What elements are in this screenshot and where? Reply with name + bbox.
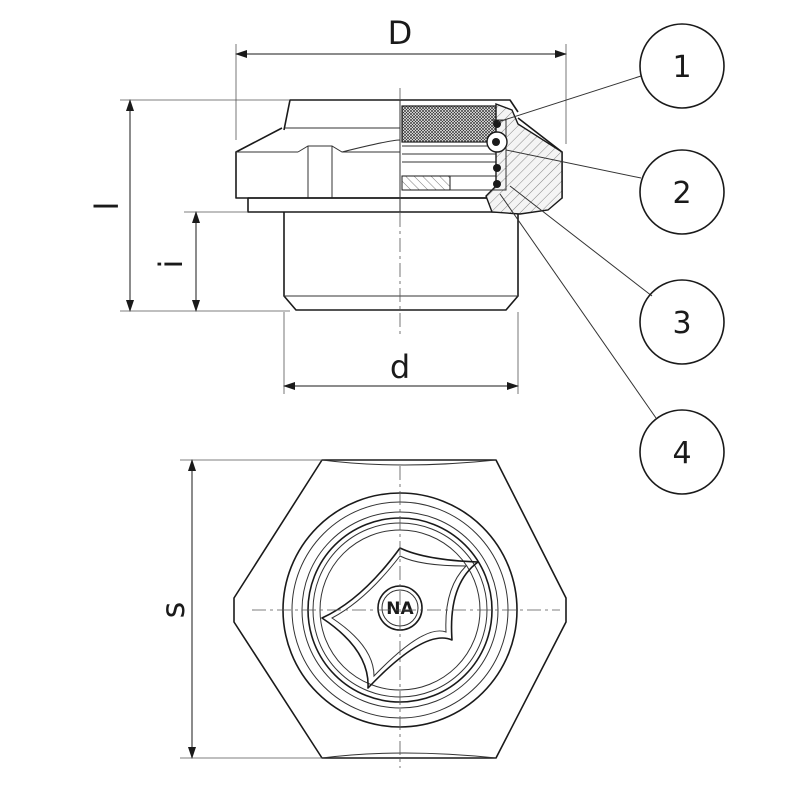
- dimension-l: l: [88, 99, 290, 312]
- callout-1: 1: [639, 23, 725, 109]
- logo-text: NA: [386, 599, 414, 619]
- dimension-D: D: [235, 14, 567, 144]
- dimension-s: s: [154, 459, 322, 759]
- callout-number-2: 2: [672, 176, 691, 211]
- three-spoke-insert: [321, 547, 479, 689]
- dimension-label-l: l: [88, 202, 126, 211]
- dimension-label-D: D: [388, 14, 413, 52]
- callout-4: 4: [639, 409, 725, 495]
- dimension-label-d: d: [390, 348, 410, 386]
- callout-number-3: 3: [672, 306, 691, 341]
- dimension-d: d: [283, 312, 519, 394]
- side-view: [235, 88, 563, 336]
- dimension-label-s: s: [154, 602, 192, 619]
- callout-2: 2: [639, 149, 725, 235]
- dimension-label-i: i: [152, 260, 190, 269]
- callout-number-1: 1: [672, 50, 691, 85]
- front-view: NA: [233, 459, 567, 768]
- dimension-i: i: [152, 211, 248, 312]
- callout-leaders: [497, 75, 657, 419]
- callout-number-4: 4: [672, 436, 691, 471]
- callout-3: 3: [639, 279, 725, 365]
